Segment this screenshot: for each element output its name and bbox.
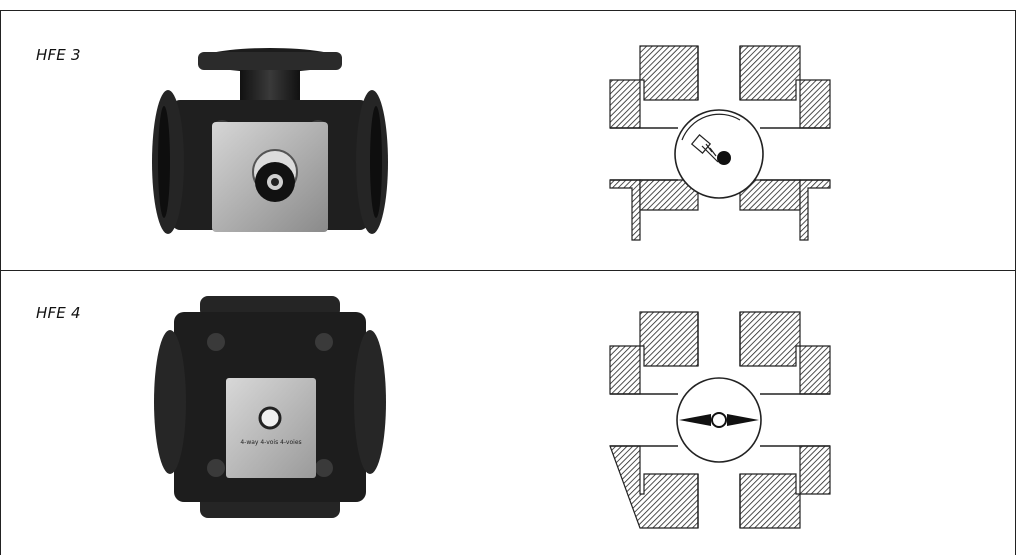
four-way-valve-section (609, 311, 831, 529)
nameplate-text: 4-way 4-vois 4-voies (240, 439, 301, 446)
three-way-valve-section (609, 45, 831, 241)
label-hfe4: HFE 4 (36, 304, 81, 322)
page-frame (0, 10, 1016, 555)
four-way-valve-photo: 4-way 4-vois 4-voies (154, 296, 386, 518)
three-way-valve-photo (152, 48, 388, 234)
row-divider (0, 270, 1016, 271)
label-hfe3: HFE 3 (36, 46, 81, 64)
